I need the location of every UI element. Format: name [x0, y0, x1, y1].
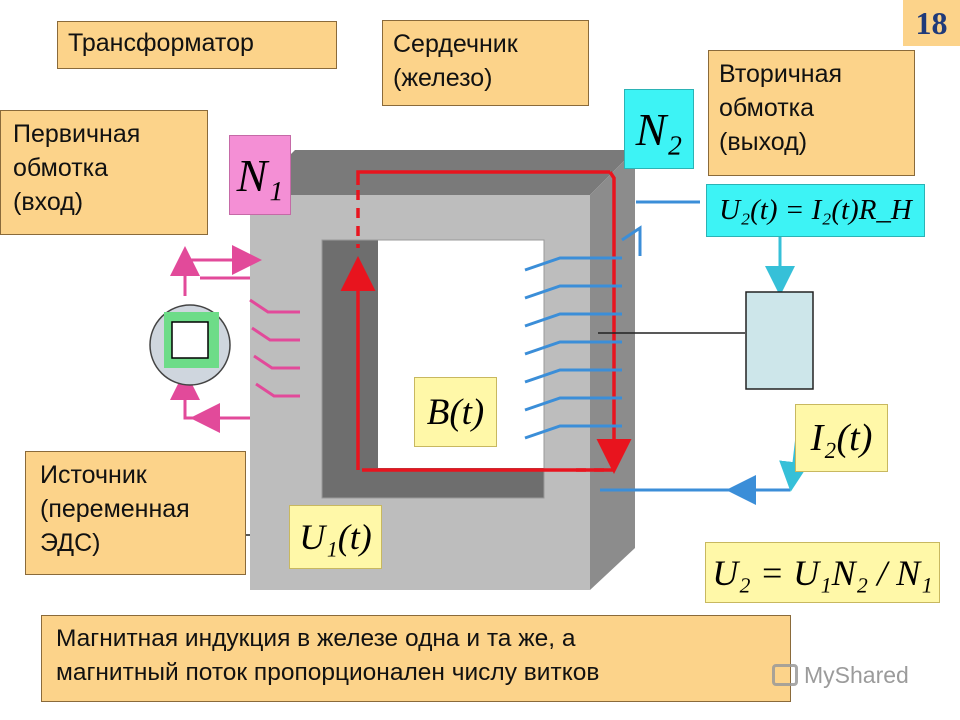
ac-source — [149, 304, 231, 386]
secondary-coil — [524, 200, 790, 505]
secondary-winding-label: Вторичная обмотка (выход) — [708, 50, 915, 176]
load-voltage-formula: U₂(t) = I₂(t)R_H — [706, 184, 925, 237]
transformer-label: Трансформатор — [57, 21, 337, 69]
voltage-ratio-formula: U₂ = U₁N₂ / N₁ — [705, 542, 940, 603]
magnetic-induction-b: B(t) — [414, 377, 497, 447]
secondary-turns-n2: N₂ — [624, 89, 694, 169]
watermark-logo-icon — [772, 664, 798, 686]
load-resistor — [745, 291, 814, 390]
source-label: Источник (переменная ЭДС) — [25, 451, 246, 575]
flux-loop — [340, 170, 632, 474]
caption: Магнитная индукция в железе одна и та же… — [41, 615, 791, 702]
watermark-text: MyShared — [804, 661, 909, 688]
secondary-current-i2: I₂(t) — [795, 404, 888, 472]
watermark: MyShared — [772, 660, 909, 690]
slide-number: 18 — [903, 0, 960, 46]
primary-turns-n1: N₁ — [229, 135, 291, 215]
source-voltage-u1: U₁(t) — [289, 505, 382, 569]
primary-winding-label: Первичная обмотка (вход) — [0, 110, 208, 235]
core-label: Сердечник (железо) — [382, 20, 589, 106]
primary-circuit — [170, 245, 300, 433]
